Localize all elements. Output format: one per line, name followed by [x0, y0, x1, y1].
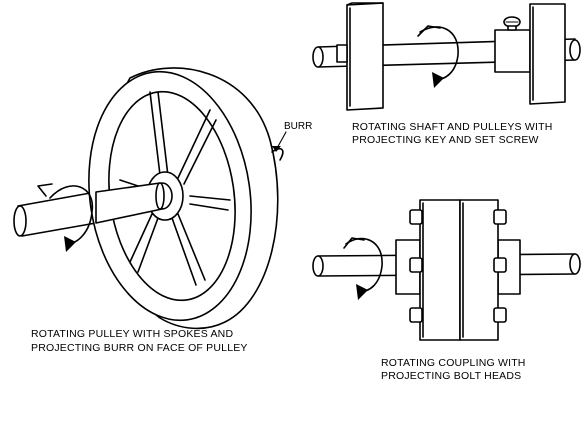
- rotation-arrow-icon: [37, 183, 94, 252]
- pulley-caption-line1: ROTATING PULLEY WITH SPOKES AND: [31, 328, 233, 340]
- pulley-caption-line2: PROJECTING BURR ON FACE OF PULLEY: [31, 342, 248, 354]
- pulley-illustration: [13, 67, 287, 330]
- shaft-pulleys-illustration: [312, 2, 581, 111]
- shaft-rotation-arrow-icon: [417, 25, 459, 88]
- coupling-caption-line1: ROTATING COUPLING WITH: [381, 357, 526, 369]
- shaft-caption-line2: PROJECTING KEY AND SET SCREW: [352, 134, 539, 146]
- coupling-rotation-arrow-icon: [343, 237, 383, 300]
- coupling-illustration: [312, 199, 581, 341]
- burr-label: BURR: [284, 121, 312, 132]
- coupling-caption-line2: PROJECTING BOLT HEADS: [381, 370, 521, 382]
- shaft-caption-line1: ROTATING SHAFT AND PULLEYS WITH: [352, 121, 552, 133]
